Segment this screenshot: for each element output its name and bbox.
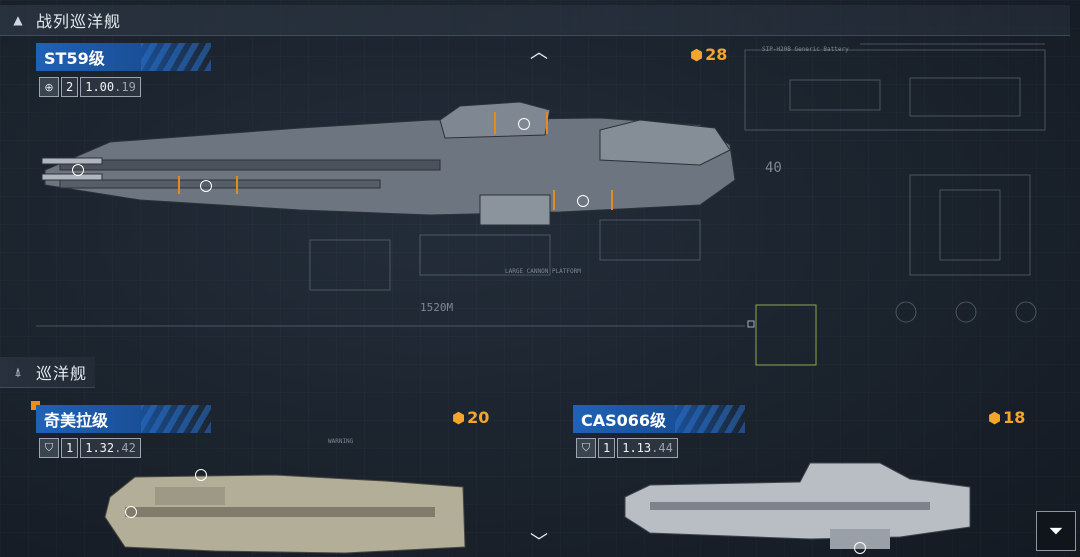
hull-stripe (650, 502, 930, 510)
ship-count: 2 (61, 77, 79, 97)
bp-highlight-box (755, 304, 817, 366)
bp-gear-3 (1015, 301, 1037, 323)
bp-panel-2 (599, 219, 701, 261)
hull-front-block (599, 119, 731, 166)
ship-name-bar: CAS066级 (573, 405, 745, 433)
ship-card-cas066[interactable]: CAS066级 ⛉ 1 1.13.44 ⬢ 18 (570, 395, 1030, 557)
bp-ship-inner (939, 189, 1001, 261)
cost-value: 28 (705, 45, 728, 64)
ship-stat-value: 1.00.19 (80, 77, 141, 97)
bp-panel (419, 234, 551, 276)
stat-main: 1.13 (622, 441, 652, 455)
name-bar-stripes (675, 405, 745, 433)
section-header-battlecruiser[interactable]: ▲ 战列巡洋舰 (0, 5, 1070, 36)
cost-hex-icon: ⬢ (988, 408, 1002, 427)
ship-name-bar: ST59级 (36, 43, 211, 71)
bp-turret (309, 239, 391, 291)
name-bar-stripes (141, 43, 211, 71)
armor-icon: ⛉ (39, 438, 59, 458)
cost-hex-icon: ⬢ (690, 45, 704, 64)
cost-value: 18 (1003, 408, 1026, 427)
ship-stat-value: 1.32.42 (80, 438, 141, 458)
section-title: 战列巡洋舰 (36, 12, 122, 31)
ship-name: ST59级 (44, 49, 105, 68)
hull-lower (479, 194, 551, 226)
hardpoint-bracket-1 (494, 112, 548, 134)
hull-stripe-2 (59, 179, 381, 189)
filter-button[interactable]: ⏷ (1036, 511, 1076, 551)
hardpoint-marker-4 (72, 164, 84, 176)
bp-box-1 (789, 79, 881, 111)
stat-sub: .19 (114, 80, 136, 94)
bp-box-2 (909, 77, 1021, 117)
section-header-cruiser[interactable]: ⍋ 巡洋舰 (0, 357, 95, 388)
section-title: 巡洋舰 (36, 364, 88, 383)
stat-sub: .42 (114, 441, 136, 455)
name-bar-stripes (141, 405, 211, 433)
ship-model-chimera (104, 474, 466, 554)
cruiser-class-icon: ⍋ (14, 364, 22, 379)
armor-icon: ⛉ (576, 438, 596, 458)
hardpoint-marker-2 (200, 180, 212, 192)
ship-stats: ⊕ 2 1.00.19 (39, 77, 141, 97)
hull-stripe-1 (59, 159, 441, 171)
bp-warning-label: WARNING (328, 438, 354, 445)
ship-count: 1 (598, 438, 616, 458)
scroll-up-arrow[interactable]: ︿ (530, 42, 548, 63)
bp-gear-2 (955, 301, 977, 323)
ship-cost: ⬢ 18 (988, 408, 1025, 427)
cost-value: 20 (467, 408, 490, 427)
hull-barrel-2 (41, 173, 103, 181)
hardpoint-bracket-2 (178, 176, 238, 194)
bp-platform-label: LARGE CANNON PLATFORM (505, 268, 581, 275)
globe-icon: ⊕ (39, 77, 59, 97)
hardpoint-marker (195, 469, 207, 481)
scroll-down-arrow[interactable]: ﹀ (530, 532, 548, 553)
hull-block (155, 487, 225, 505)
hull-barrel-1 (41, 157, 103, 165)
bp-gear-1 (895, 301, 917, 323)
stat-main: 1.00 (85, 80, 115, 94)
cost-hex-icon: ⬢ (452, 408, 466, 427)
hull-lower (830, 529, 890, 549)
count-value: 1 (66, 441, 74, 455)
chevron-up-icon: ▲ (13, 13, 23, 27)
ship-stats: ⛉ 1 1.32.42 (39, 438, 141, 458)
count-value: 2 (66, 80, 74, 94)
filter-icon: ⏷ (1048, 520, 1064, 542)
hardpoint-marker (125, 506, 137, 518)
ship-name: CAS066级 (581, 411, 667, 430)
count-value: 1 (603, 441, 611, 455)
hardpoint-marker-3 (577, 195, 589, 207)
ship-cost: ⬢ 28 (690, 45, 727, 64)
ship-card-chimera[interactable]: 奇美拉级 ⛉ 1 1.32.42 ⬢ 20 (0, 395, 520, 557)
bp-ship-top (909, 174, 1031, 276)
hull-main (624, 462, 971, 540)
bp-frame-top (744, 49, 1046, 131)
ship-model-st59 (41, 101, 736, 226)
ship-model-cas066 (624, 462, 971, 549)
ship-count: 1 (61, 438, 79, 458)
ship-name: 奇美拉级 (44, 411, 109, 430)
stat-sub: .44 (651, 441, 673, 455)
ship-cost: ⬢ 20 (452, 408, 489, 427)
ship-stat-value: 1.13.44 (617, 438, 678, 458)
bp-generic-label: SIP-H20B Generic Battery (762, 46, 849, 53)
new-indicator (31, 401, 40, 410)
bp-length-label: 1520M (420, 301, 454, 314)
ship-name-bar: 奇美拉级 (36, 405, 211, 433)
hull (41, 101, 736, 226)
hardpoint-bracket-3 (553, 190, 613, 210)
ship-stats: ⛉ 1 1.13.44 (576, 438, 678, 458)
hardpoint-marker (854, 542, 866, 554)
hull-stripe (125, 507, 435, 517)
hardpoint-marker-1 (518, 118, 530, 130)
stat-main: 1.32 (85, 441, 115, 455)
ship-card-st59[interactable]: ST59级 ⊕ 2 1.00.19 ⬢ 28 (0, 0, 750, 340)
bp-number-label: 40 (765, 160, 782, 176)
bp-square-mark (747, 320, 755, 328)
